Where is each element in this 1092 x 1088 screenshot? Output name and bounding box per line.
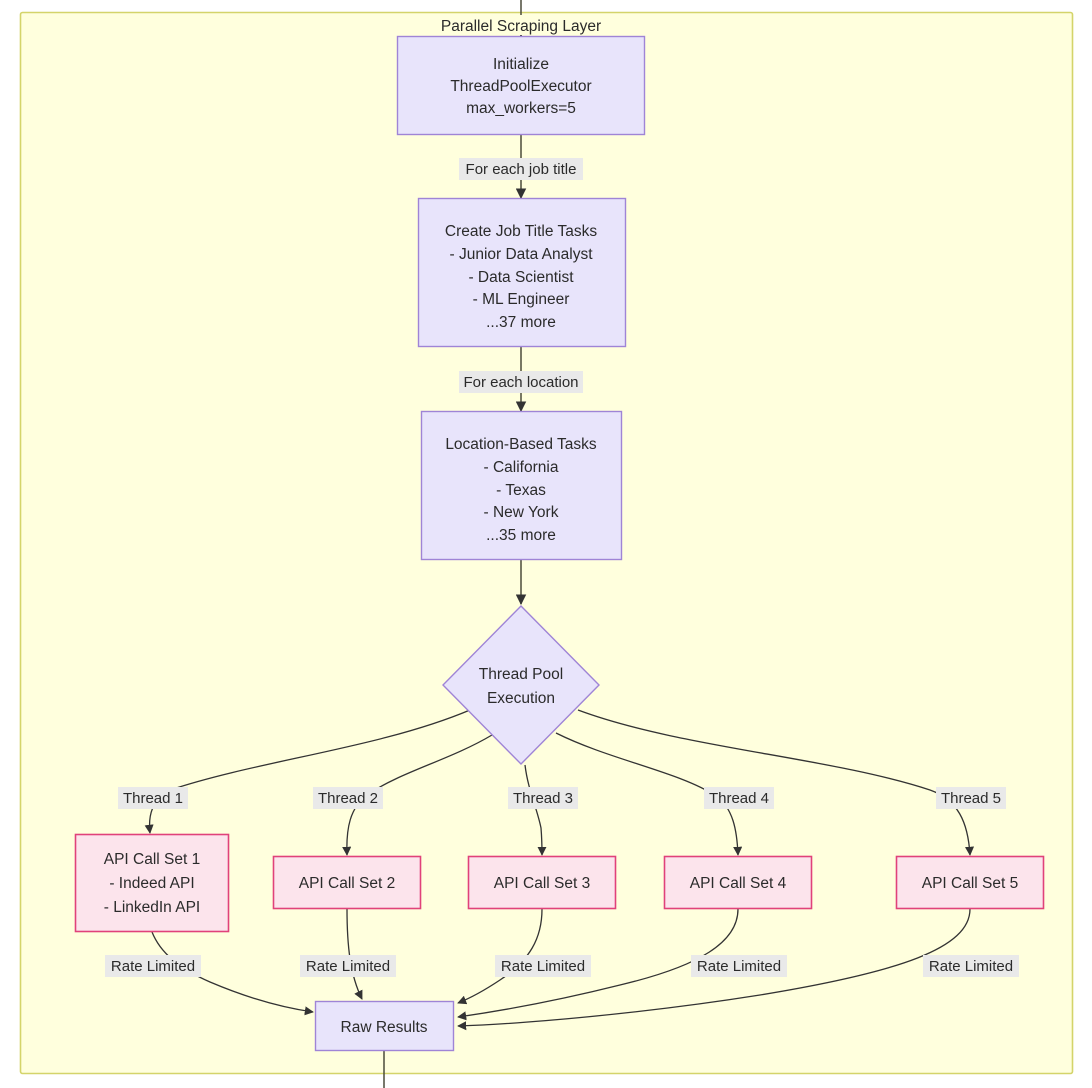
node-box <box>420 410 623 561</box>
node-box <box>272 855 422 910</box>
edge-label-text: Thread 5 <box>941 790 1001 807</box>
edge-thread-5 <box>577 709 975 856</box>
node-raw-results[interactable]: Raw Results <box>314 1000 455 1052</box>
node-line: - LinkedIn API <box>104 899 201 916</box>
node-box <box>467 855 617 910</box>
node-line: Location-Based Tasks <box>445 436 597 453</box>
node-line: API Call Set 3 <box>494 875 591 892</box>
node-box <box>396 35 646 136</box>
node-line: API Call Set 2 <box>299 875 396 892</box>
node-line: - California <box>484 459 559 476</box>
node-line: ThreadPoolExecutor <box>450 78 591 95</box>
node-line: ...37 more <box>486 314 556 331</box>
edge-label-thread-5: Thread 5 <box>936 787 1006 809</box>
node-line: ...35 more <box>486 527 556 544</box>
edge-label-for-each-job-title: For each job title <box>459 158 583 180</box>
node-line: API Call Set 1 <box>104 851 201 868</box>
node-api-call-set-4[interactable]: API Call Set 4 <box>663 855 813 910</box>
node-line: - Indeed API <box>109 875 194 892</box>
edge-label-for-each-location: For each location <box>459 371 583 393</box>
cluster-title-text: Parallel Scraping Layer <box>441 18 601 35</box>
node-create-job-title-tasks[interactable]: Create Job Title Tasks - Junior Data Ana… <box>417 197 627 348</box>
node-line: - Texas <box>496 482 546 499</box>
node-line: - New York <box>484 504 559 521</box>
node-box <box>417 197 627 348</box>
edge-thread-4 <box>555 732 743 856</box>
edge-label-text: Rate Limited <box>111 958 195 975</box>
node-line: max_workers=5 <box>466 100 576 117</box>
edge-label-rate-limited-2: Rate Limited <box>300 955 396 977</box>
node-box <box>314 1000 455 1052</box>
edge-label-text: Rate Limited <box>697 958 781 975</box>
edge-label-text: For each location <box>463 374 578 391</box>
edge-label-text: Thread 2 <box>318 790 378 807</box>
edge-label-rate-limited-1: Rate Limited <box>105 955 201 977</box>
node-initialize-threadpoolexecutor[interactable]: Initialize ThreadPoolExecutor max_worker… <box>396 35 646 136</box>
node-box <box>663 855 813 910</box>
node-box <box>895 855 1045 910</box>
node-diamond <box>442 605 600 765</box>
node-api-call-set-1[interactable]: API Call Set 1 - Indeed API - LinkedIn A… <box>74 833 230 933</box>
node-api-call-set-3[interactable]: API Call Set 3 <box>467 855 617 910</box>
edge-label-text: Rate Limited <box>501 958 585 975</box>
node-api-call-set-5[interactable]: API Call Set 5 <box>895 855 1045 910</box>
edge-label-text: Rate Limited <box>929 958 1013 975</box>
edge-rate-limited-4 <box>457 908 739 1021</box>
edge-label-rate-limited-3: Rate Limited <box>495 955 591 977</box>
node-line: - Data Scientist <box>468 269 574 286</box>
edge-rate-limited-1 <box>151 931 314 1016</box>
node-line: Initialize <box>493 56 549 73</box>
node-thread-pool-execution[interactable]: Thread Pool Execution <box>442 605 600 765</box>
edge-label-thread-2: Thread 2 <box>313 787 383 809</box>
node-line: API Call Set 4 <box>690 875 787 892</box>
node-line: Raw Results <box>341 1019 428 1036</box>
edge-label-thread-3: Thread 3 <box>508 787 578 809</box>
node-api-call-set-2[interactable]: API Call Set 2 <box>272 855 422 910</box>
edge-thread-3 <box>524 764 547 856</box>
node-line: - Junior Data Analyst <box>449 246 593 263</box>
node-line: API Call Set 5 <box>922 875 1019 892</box>
edge-label-text: Thread 3 <box>513 790 573 807</box>
node-line: Execution <box>487 690 555 707</box>
edge-label-rate-limited-4: Rate Limited <box>691 955 787 977</box>
edge-label-text: For each job title <box>466 161 577 178</box>
cluster-title: Parallel Scraping Layer <box>441 15 601 35</box>
node-line: - ML Engineer <box>473 291 570 308</box>
node-line: Create Job Title Tasks <box>445 223 597 240</box>
node-box <box>74 833 230 933</box>
node-location-based-tasks[interactable]: Location-Based Tasks - California - Texa… <box>420 410 623 561</box>
edge-rate-limited-5 <box>457 908 971 1031</box>
edge-label-text: Thread 1 <box>123 790 183 807</box>
edge-label-rate-limited-5: Rate Limited <box>923 955 1019 977</box>
edge-label-text: Thread 4 <box>709 790 769 807</box>
node-line: Thread Pool <box>479 666 563 683</box>
edge-rate-limited-3 <box>457 908 543 1005</box>
edge-label-text: Rate Limited <box>306 958 390 975</box>
edge-label-thread-1: Thread 1 <box>118 787 188 809</box>
edge-label-thread-4: Thread 4 <box>704 787 774 809</box>
